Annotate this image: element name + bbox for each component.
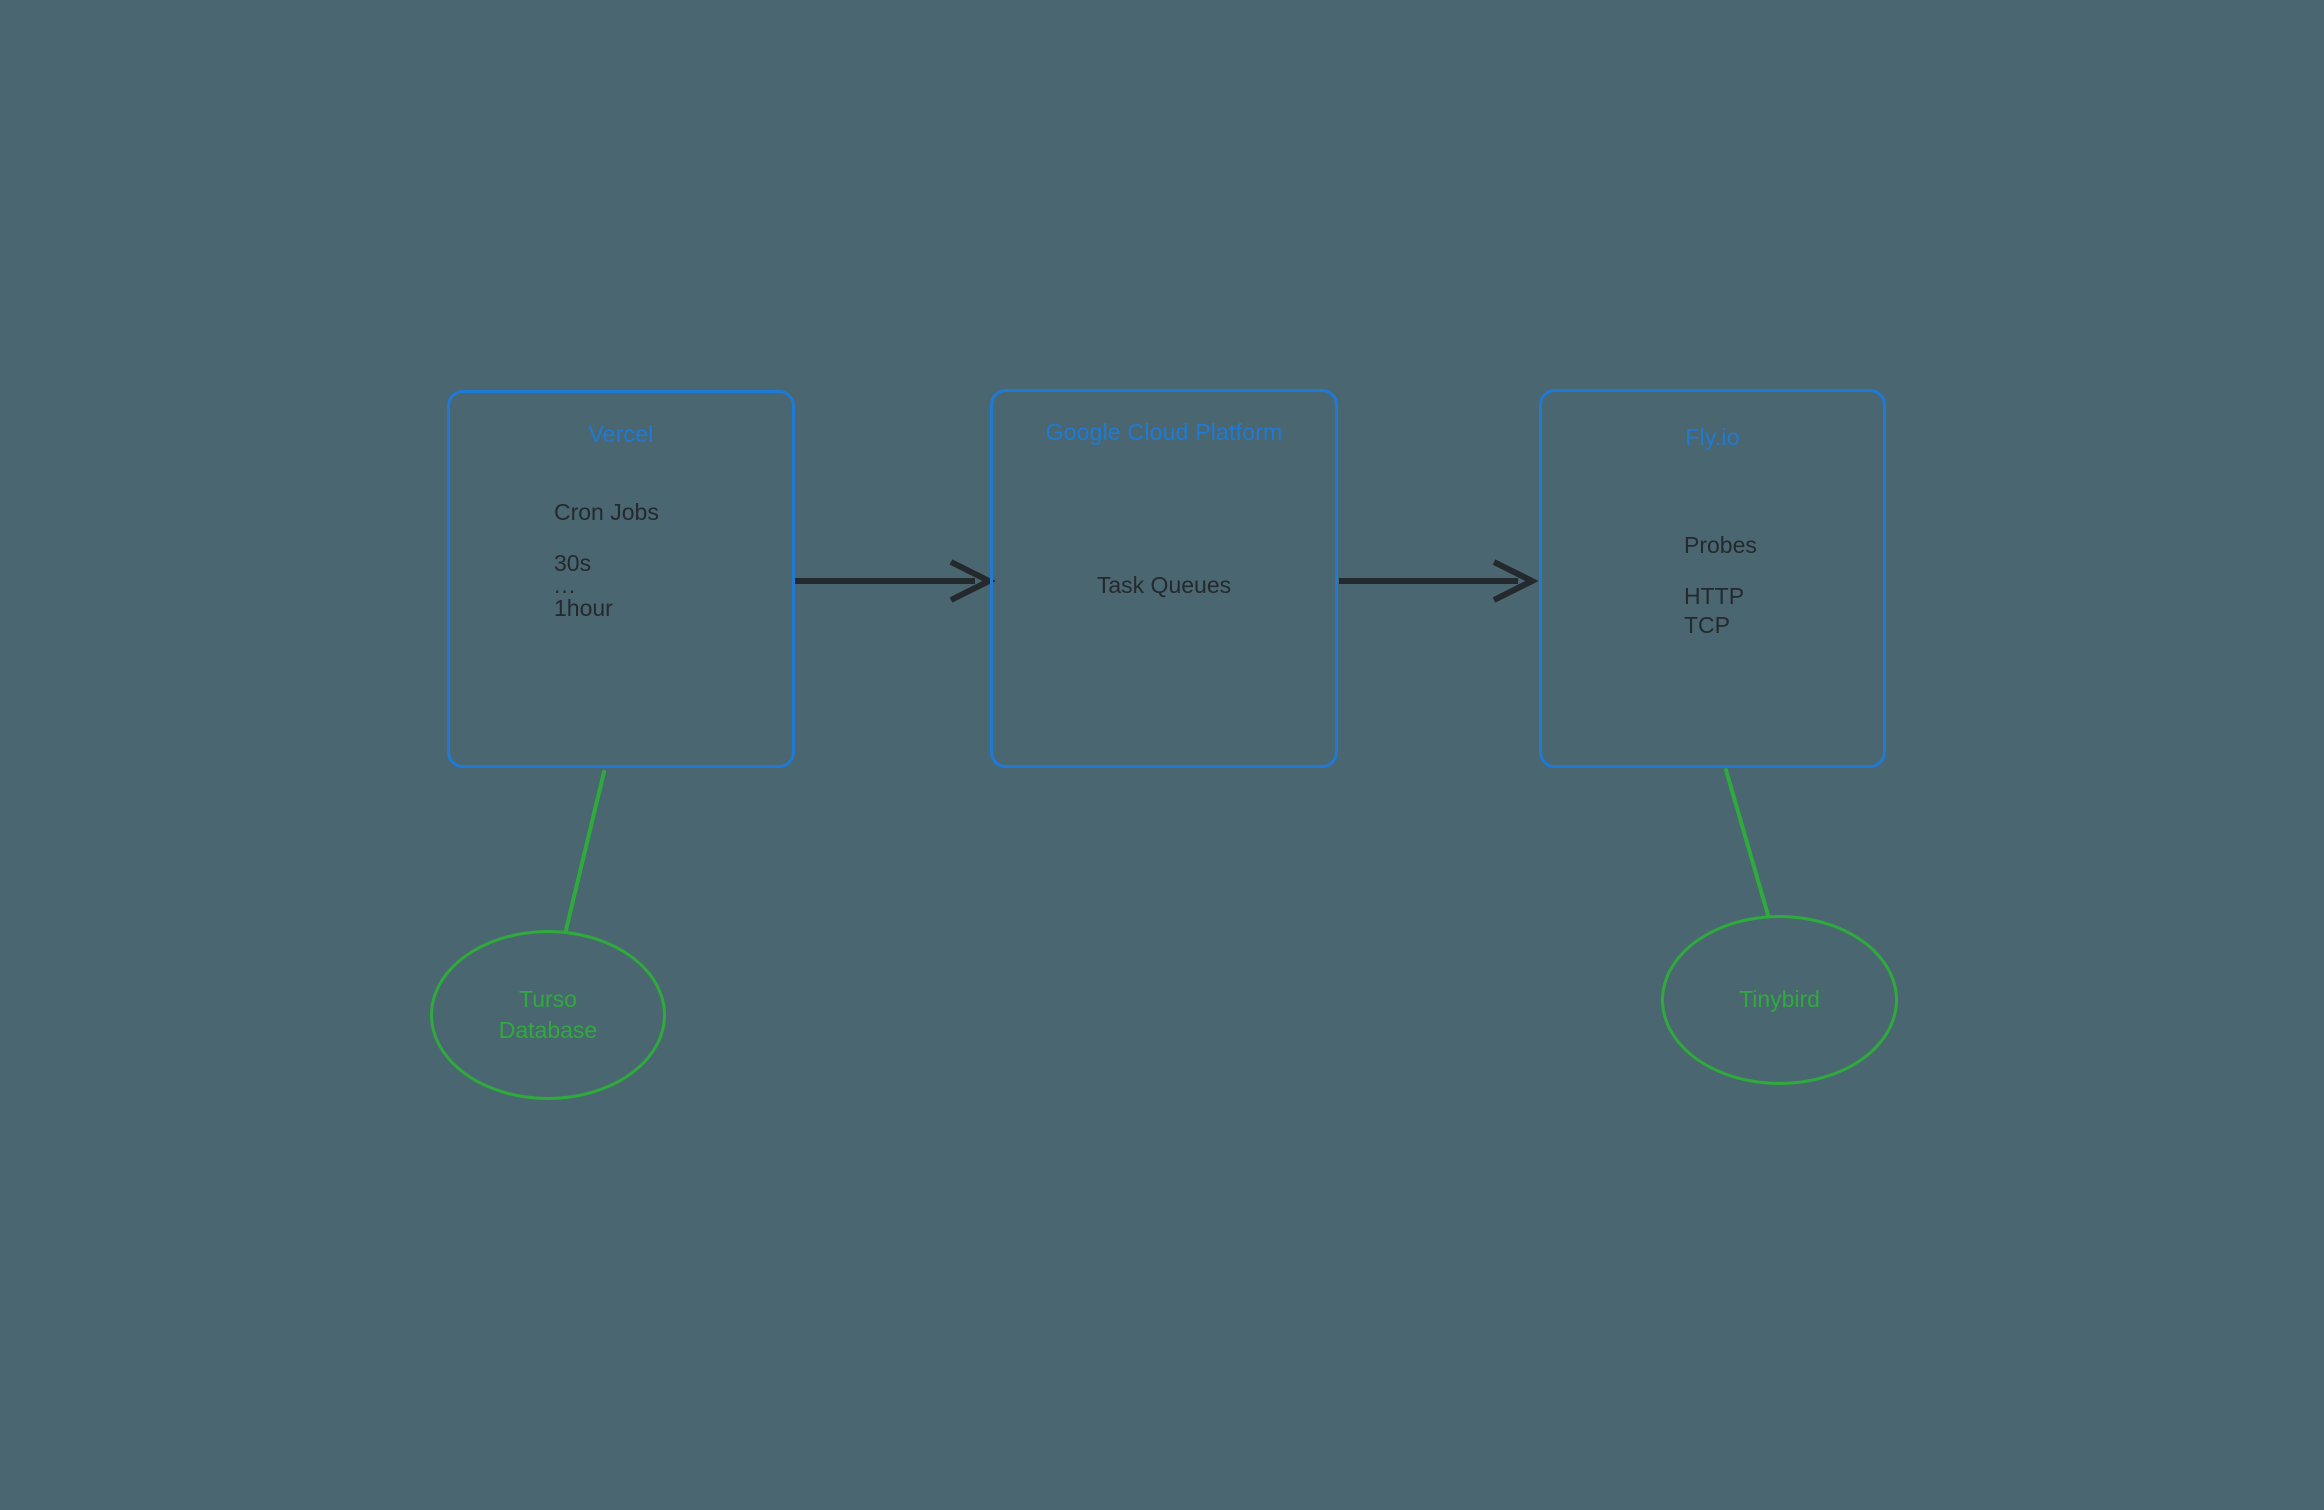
node-flyio-line-0: Probes bbox=[1684, 532, 1757, 558]
node-vercel-title: Vercel bbox=[588, 421, 654, 447]
connector-gcp-to-flyio bbox=[1339, 559, 1539, 603]
node-flyio-title: Fly.io bbox=[1685, 424, 1740, 450]
node-vercel-body: Cron Jobs 30s ... 1hour bbox=[554, 501, 659, 620]
node-vercel[interactable]: Vercel Cron Jobs 30s ... 1hour bbox=[447, 390, 795, 768]
node-flyio-line-3: TCP bbox=[1684, 612, 1730, 638]
connector-vercel-to-turso bbox=[564, 770, 606, 932]
node-vercel-line-4: 1hour bbox=[554, 595, 613, 621]
node-tinybird[interactable]: Tinybird bbox=[1661, 915, 1898, 1085]
node-gcp-line-0: Task Queues bbox=[1096, 572, 1232, 598]
node-turso-label: Turso Database bbox=[498, 985, 598, 1043]
node-flyio[interactable]: Fly.io Probes HTTP TCP bbox=[1539, 389, 1886, 768]
node-vercel-line-3: ... bbox=[554, 572, 577, 598]
node-flyio-body: Probes HTTP TCP bbox=[1684, 534, 1757, 637]
node-flyio-spacer bbox=[1684, 557, 1757, 585]
node-vercel-spacer bbox=[554, 524, 659, 552]
node-gcp-title: Google Cloud Platform bbox=[1045, 419, 1283, 445]
node-vercel-line-0: Cron Jobs bbox=[554, 499, 659, 525]
connector-vercel-to-gcp bbox=[795, 559, 996, 603]
node-gcp[interactable]: Google Cloud Platform Task Queues bbox=[990, 389, 1338, 768]
node-turso[interactable]: Turso Database bbox=[430, 930, 666, 1100]
node-gcp-body: Task Queues bbox=[993, 574, 1335, 597]
connector-flyio-to-tinybird bbox=[1724, 768, 1770, 917]
node-tinybird-label: Tinybird bbox=[1739, 986, 1820, 1013]
node-flyio-line-2: HTTP bbox=[1684, 583, 1745, 609]
node-vercel-line-2: 30s bbox=[554, 550, 592, 576]
